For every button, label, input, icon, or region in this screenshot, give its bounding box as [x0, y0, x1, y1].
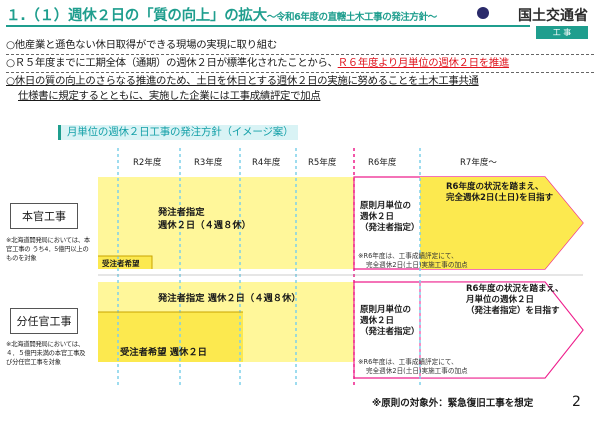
bullet-2-highlight: Ｒ６年度より月単位の週休２日を推進: [337, 57, 510, 69]
header-divider: [6, 25, 530, 27]
bunnin-left-note: ※北海道開発局においては、４．５億円未満の本官工事及び分任官工事を対象: [6, 341, 86, 366]
bunnin-designated-band: [98, 282, 354, 312]
category-tag: 工 事: [536, 26, 588, 39]
bullet-3-line2: 仕様書に規定するとともに、実施した企業には工事成績評定で加点: [18, 90, 321, 102]
bunnin-designated: 発注者指定 週休２日（４週８休）: [158, 293, 301, 304]
honkan-designated-1: 発注者指定: [158, 207, 205, 218]
honkan-band: [98, 177, 354, 269]
bunnin-r7-line3: （発注者指定）を目指す: [466, 306, 560, 316]
honkan-r6-note2: 完全週休2日(土日)実施工事の加点: [366, 261, 468, 269]
bunnin-r7-line1: R6年度の状況を踏まえ、: [466, 284, 564, 294]
honkan-r7-arrow: [420, 177, 583, 269]
row-label-honkan: 本官工事: [10, 203, 78, 229]
honkan-r6-line2: 週休２日: [360, 212, 395, 222]
section-label: 月単位の週休２日工事の発注方針（イメージ案）: [58, 125, 298, 140]
ministry-logo-icon: [477, 7, 489, 19]
footnote: ※原則の対象外：緊急復旧工事を想定: [372, 398, 534, 409]
bullet-3-line1: ○休日の質の向上のさらなる推進のため、土日を休日とする週休２日の実施に努めること…: [6, 75, 479, 87]
year-r6: R6年度: [368, 158, 397, 168]
ministry-name: 国土交通省: [518, 8, 588, 24]
bunnin-contractor-band: [98, 312, 243, 362]
page-title: １.（１）週休２日の「質の向上」の拡大～令和6年度の直轄土木工事の発注方針～: [6, 4, 437, 25]
bunnin-r6-line1: 原則月単位の: [360, 305, 412, 315]
bullet-list: ○他産業と遜色ない休日取得ができる現場の実現に取り組む ○Ｒ５年度までに工期全体…: [6, 38, 594, 104]
bunnin-band-right: [243, 312, 354, 362]
bunnin-r6-note1: ※R6年度は、工事成績評定にて、: [358, 358, 458, 366]
year-r2: R2年度: [133, 158, 162, 168]
bunnin-contractor: 受注者希望 週休２日: [120, 347, 207, 358]
honkan-r6-note1: ※R6年度は、工事成績評定にて、: [358, 252, 458, 260]
honkan-r6-line1: 原則月単位の: [360, 201, 412, 211]
page-number: 2: [572, 394, 581, 410]
year-r7: R7年度～: [460, 158, 497, 168]
bunnin-r7-arrow: [419, 281, 584, 379]
honkan-r7-line1: R6年度の状況を踏まえ、: [446, 182, 544, 192]
honkan-contractor-box: [98, 256, 152, 269]
bullet-separator: [6, 54, 594, 55]
bunnin-r7-line2: 月単位の週休２日: [466, 295, 535, 305]
bunnin-r6-note2: 完全週休2日(土日)実施工事の加点: [366, 367, 468, 375]
honkan-contractor-hope: 受注者希望: [102, 259, 140, 268]
title-main: １.（１）週休２日の「質の向上」の拡大: [6, 8, 267, 24]
title-subtitle: ～令和6年度の直轄土木工事の発注方針～: [266, 12, 437, 23]
honkan-r6-line3: （発注者指定）: [360, 223, 420, 233]
year-r4: R4年度: [252, 158, 281, 168]
year-r3: R3年度: [194, 158, 223, 168]
year-r5: R5年度: [308, 158, 337, 168]
row-label-bunnin: 分任官工事: [10, 308, 78, 334]
bullet-2-text: ○Ｒ５年度までに工期全体（通期）の週休２日が標準化されたことから、: [6, 57, 338, 69]
bullet-separator: [6, 72, 594, 73]
bullet-1: ○他産業と遜色ない休日取得ができる現場の実現に取り組む: [6, 39, 277, 51]
bunnin-r6-line2: 週休２日: [360, 316, 395, 326]
honkan-designated-2: 週休２日（４週８休）: [158, 220, 251, 231]
bunnin-r6-line3: （発注者指定）: [360, 327, 420, 337]
honkan-left-note: ※北海道開発局においては、本官工事の うち4．5億円以上の ものを対象: [6, 237, 91, 262]
bullet-2: ○Ｒ５年度までに工期全体（通期）の週休２日が標準化されたことから、Ｒ６年度より月…: [6, 56, 594, 71]
honkan-r7-line2: 完全週休2日(土日)を目指す: [446, 193, 554, 203]
